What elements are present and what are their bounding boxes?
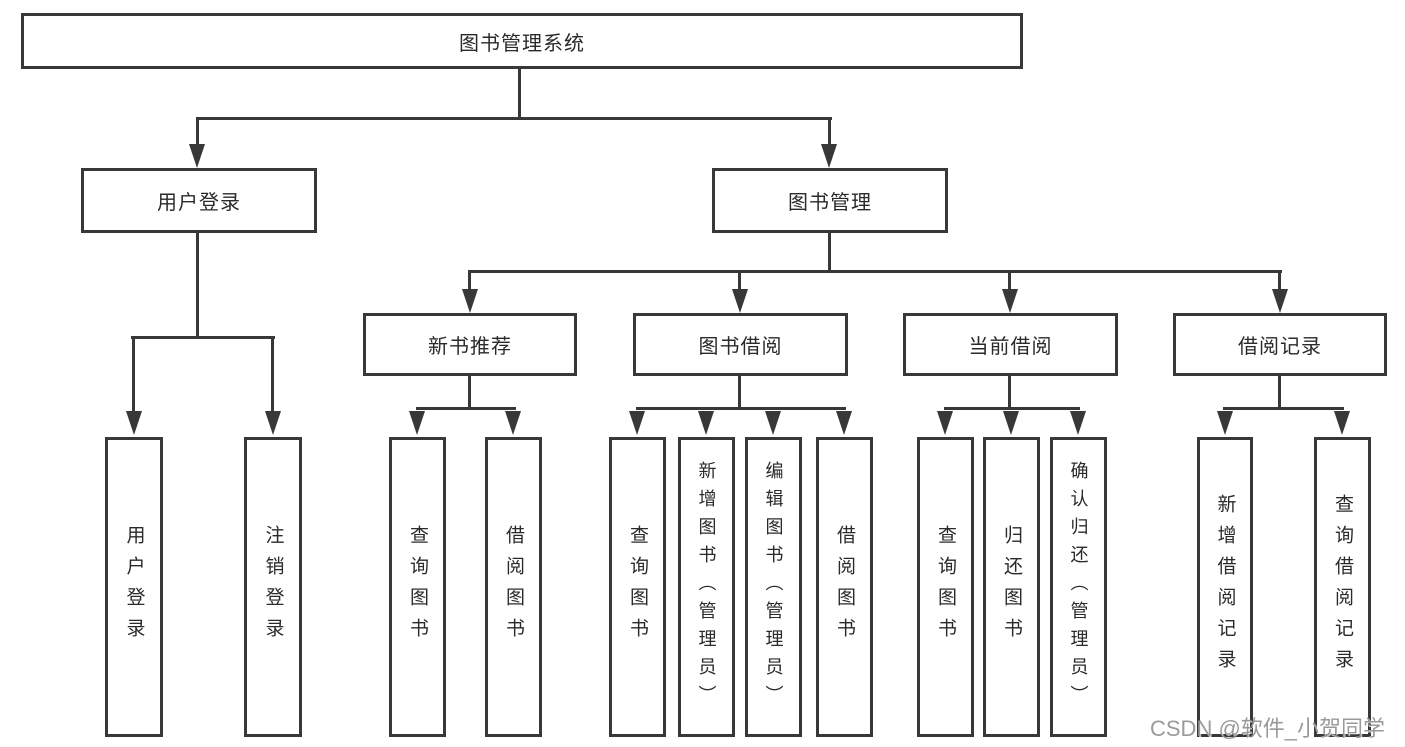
connector-current-stub <box>1008 376 1011 409</box>
connector-borrowing-rail <box>636 407 846 410</box>
connector-borrowing-stub <box>738 376 741 409</box>
leaf-current-query-books: 查询图书 <box>917 437 974 737</box>
leaf-query-borrow-record: 查询借阅记录 <box>1314 437 1371 737</box>
connector-drop-records <box>1278 270 1281 291</box>
leaf-borrowing-query-books: 查询图书 <box>609 437 666 737</box>
arrow-down-icon <box>189 144 205 168</box>
connector-drop-user-login <box>196 117 199 146</box>
connector-level3-rail <box>468 270 1282 273</box>
connector-level2-rail <box>196 117 832 120</box>
arrow-down-icon <box>836 411 852 435</box>
arrow-down-icon <box>629 411 645 435</box>
arrow-down-icon <box>1002 289 1018 313</box>
arrow-down-icon <box>765 411 781 435</box>
leaf-edit-books-admin: 编辑图书（管理员） <box>745 437 802 737</box>
node-user-login: 用户登录 <box>81 168 317 233</box>
arrow-down-icon <box>1070 411 1086 435</box>
arrow-down-icon <box>505 411 521 435</box>
arrow-down-icon <box>462 289 478 313</box>
leaf-add-books-admin: 新增图书（管理员） <box>678 437 735 737</box>
connector-userlogin-stub <box>196 233 199 338</box>
arrow-down-icon <box>937 411 953 435</box>
connector-root-stub <box>518 69 521 120</box>
arrow-down-icon <box>1217 411 1233 435</box>
connector-drop-leaf-user-login <box>132 336 135 413</box>
leaf-return-books: 归还图书 <box>983 437 1040 737</box>
arrow-down-icon <box>732 289 748 313</box>
arrow-down-icon <box>1003 411 1019 435</box>
connector-recommend-stub <box>468 376 471 409</box>
connector-drop-book-management <box>828 117 831 146</box>
connector-records-rail <box>1223 407 1344 410</box>
node-borrowing-records: 借阅记录 <box>1173 313 1387 376</box>
connector-recommend-rail <box>416 407 516 410</box>
connector-userlogin-rail <box>131 336 275 339</box>
connector-drop-borrowing <box>738 270 741 291</box>
arrow-down-icon <box>698 411 714 435</box>
connector-drop-current <box>1008 270 1011 291</box>
node-book-borrowing: 图书借阅 <box>633 313 848 376</box>
node-book-management: 图书管理 <box>712 168 948 233</box>
leaf-confirm-return-admin: 确认归还（管理员） <box>1050 437 1107 737</box>
arrow-down-icon <box>409 411 425 435</box>
watermark: CSDN @软件_小贺同学 <box>1150 716 1386 741</box>
node-root: 图书管理系统 <box>21 13 1023 69</box>
arrow-down-icon <box>821 144 837 168</box>
node-current-borrowing: 当前借阅 <box>903 313 1118 376</box>
connector-records-stub <box>1278 376 1281 409</box>
arrow-down-icon <box>126 411 142 435</box>
arrow-down-icon <box>1272 289 1288 313</box>
leaf-logout: 注销登录 <box>244 437 302 737</box>
connector-bookmgmt-stub <box>828 233 831 273</box>
connector-current-rail <box>944 407 1080 410</box>
node-new-book-recommend: 新书推荐 <box>363 313 577 376</box>
connector-drop-leaf-logout <box>271 336 274 413</box>
leaf-add-borrow-record: 新增借阅记录 <box>1197 437 1253 737</box>
leaf-recommend-borrow-books: 借阅图书 <box>485 437 542 737</box>
arrow-down-icon <box>1334 411 1350 435</box>
leaf-recommend-query-books: 查询图书 <box>389 437 446 737</box>
leaf-user-login: 用户登录 <box>105 437 163 737</box>
connector-drop-recommend <box>468 270 471 291</box>
arrow-down-icon <box>265 411 281 435</box>
leaf-borrowing-borrow-books: 借阅图书 <box>816 437 873 737</box>
